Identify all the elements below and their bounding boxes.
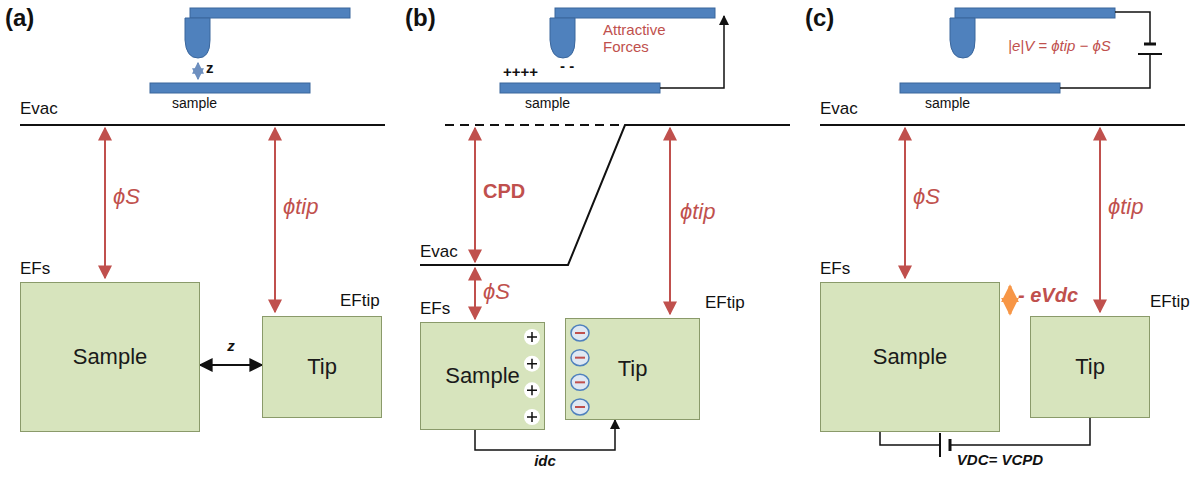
level-label: EFs <box>820 260 850 279</box>
minus-sign <box>575 406 585 408</box>
sample-plate <box>500 83 660 93</box>
negative-charge <box>571 399 589 415</box>
negative-charge <box>571 374 589 390</box>
work-function-arrow <box>669 128 671 314</box>
cpd-arrow <box>474 128 476 262</box>
gap-label: z <box>206 60 214 77</box>
wire <box>660 16 724 88</box>
cantilever <box>555 8 715 18</box>
plus-sign <box>527 385 537 395</box>
plus-sign <box>527 332 537 342</box>
vacuum-level-dashed <box>445 124 620 126</box>
part-label: sample <box>525 96 570 111</box>
work-function-label: ϕtip <box>1108 195 1143 219</box>
connector-label: z <box>225 338 237 355</box>
bias-equation: |e|V = ϕtip − ϕS <box>1008 38 1111 55</box>
work-function-arrow <box>1099 128 1101 312</box>
part-label: sample <box>172 96 217 111</box>
cantilever <box>955 8 1115 18</box>
battery-plate <box>949 439 952 451</box>
sample-box: Sample <box>420 322 545 430</box>
minus-sign <box>575 357 585 359</box>
work-function-arrow <box>104 128 106 278</box>
work-function-label: ϕtip <box>283 195 318 219</box>
sample-plate <box>900 83 1060 93</box>
connector-label: idc <box>532 453 558 470</box>
box-title: Tip <box>1075 354 1105 380</box>
sample-box: Sample <box>20 282 200 432</box>
work-function-arrow <box>474 268 476 319</box>
level-label: EFtip <box>340 292 380 311</box>
box-title: Sample <box>73 344 148 370</box>
positive-charge <box>524 329 540 345</box>
vacuum-level <box>420 125 790 265</box>
level-label: Evac <box>420 243 458 262</box>
level-label: Evac <box>20 100 58 119</box>
work-function-arrow <box>274 128 276 312</box>
work-function-label: ϕS <box>913 185 940 209</box>
minus-sign <box>575 332 585 334</box>
work-function-label: ϕS <box>483 280 510 304</box>
battery-plate <box>939 433 941 457</box>
bias-shift-label: - eVdc <box>1018 284 1078 306</box>
tip-box: Tip <box>262 316 382 418</box>
battery-plate <box>1144 43 1156 46</box>
box-title: Tip <box>618 356 648 382</box>
positive-charge <box>524 356 540 372</box>
positive-charge <box>524 409 540 425</box>
bias-shift-arrow <box>1009 286 1012 314</box>
level-label: Evac <box>820 100 858 119</box>
level-label: EFs <box>420 300 450 319</box>
vacuum-level <box>20 124 385 126</box>
work-function-label: ϕS <box>113 185 140 209</box>
tip-box: Tip <box>1030 316 1150 418</box>
sample-box: Sample <box>820 282 1000 432</box>
battery-plate <box>1138 53 1162 55</box>
negative-charge <box>571 325 589 341</box>
afm-tip <box>550 18 575 58</box>
cpd-label: CPD <box>483 180 525 202</box>
work-function-label: ϕtip <box>680 200 715 224</box>
cantilever <box>190 8 350 18</box>
work-function-arrow <box>904 128 906 278</box>
panel-label: (b) <box>405 5 436 31</box>
afm-tip <box>185 18 210 58</box>
connector-label: VDC= VCPD <box>955 452 1045 469</box>
positive-charge <box>524 382 540 398</box>
gap-arrow <box>197 63 199 79</box>
box-title: Tip <box>307 354 337 380</box>
level-label: EFs <box>20 260 50 279</box>
plus-sign <box>527 359 537 369</box>
plus-sign <box>527 412 537 422</box>
gap-arrow <box>200 364 262 366</box>
panel-label: (c) <box>805 5 834 31</box>
afm-tip <box>950 18 975 58</box>
level-label: EFtip <box>1150 293 1190 312</box>
box-title: Sample <box>445 363 520 389</box>
charge-label: ++++ <box>503 64 538 81</box>
negative-charge <box>571 350 589 366</box>
level-label: EFtip <box>705 294 745 313</box>
sample-plate <box>150 83 310 93</box>
part-label: sample <box>925 96 970 111</box>
minus-sign <box>575 381 585 383</box>
force-note: Attractive Forces <box>603 22 693 55</box>
panel-label: (a) <box>5 5 34 31</box>
vacuum-level <box>820 124 1185 126</box>
charge-label: - - <box>560 58 574 75</box>
box-title: Sample <box>873 344 948 370</box>
tip-box: Tip <box>565 318 700 420</box>
